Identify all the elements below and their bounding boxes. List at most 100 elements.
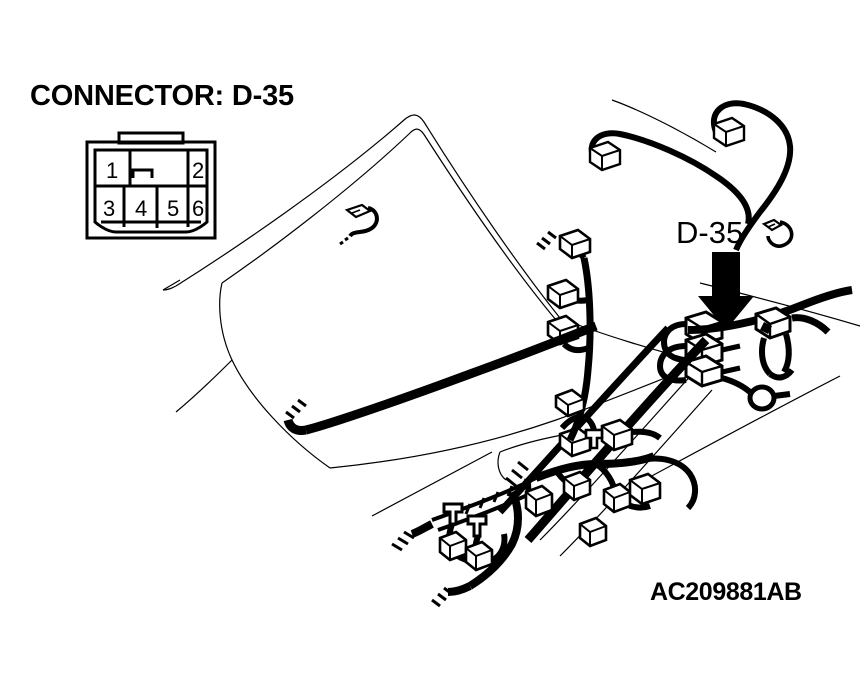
roof-rail-harness — [304, 321, 598, 435]
connector-box-center-2 — [562, 470, 592, 502]
bracket-arm-right — [781, 333, 792, 374]
roof-rail-right — [611, 99, 717, 153]
connector-box-edges — [563, 477, 591, 500]
connector-box-center-6 — [578, 516, 608, 548]
connector-box-body — [438, 530, 468, 562]
pillar-inner-line-b — [559, 389, 713, 557]
rear-shelf-curve — [497, 451, 507, 481]
pin-number-4: 4 — [135, 196, 147, 221]
pin-number-6: 6 — [192, 196, 204, 221]
glass-clip-body — [344, 203, 373, 219]
harness-clip-left-1 — [442, 502, 464, 526]
connector-box-upper-mid-1 — [546, 278, 580, 310]
tape-tick — [506, 485, 514, 497]
callout-arrow-down-icon — [698, 252, 754, 330]
tape-tick — [478, 497, 486, 509]
connector-box-edges — [555, 395, 585, 416]
harness-clip-center — [584, 428, 604, 450]
connector-lock-notch — [131, 168, 154, 178]
tape-tick — [464, 503, 472, 515]
harness-clip-left-2 — [466, 514, 488, 538]
connector-box-roof-right — [712, 116, 746, 148]
pin-number-5: 5 — [167, 196, 179, 221]
lower-body-diagonal-right — [647, 375, 841, 479]
relay-stub-cable — [791, 314, 831, 335]
connector-box-edges — [559, 235, 591, 258]
connector-box-lower-left-1 — [438, 530, 468, 562]
grommet-stem — [773, 391, 791, 399]
connector-box-edges — [439, 537, 467, 560]
bracket-arm-left — [759, 337, 773, 377]
connector-box-body — [602, 482, 632, 514]
connector-box-edges — [547, 285, 579, 308]
block-cable-loop-left — [660, 321, 687, 363]
roof-loop-harness-group — [588, 100, 794, 252]
connector-inner-cavity — [93, 148, 209, 234]
cut-mark-set — [285, 398, 307, 420]
branch-cable-c5 — [639, 455, 698, 511]
trunk-left-end — [410, 520, 434, 538]
glass-clip — [339, 203, 379, 246]
glass-clip-cut-marks — [339, 236, 349, 246]
round-grommet — [747, 384, 791, 412]
connector-box-edges — [465, 547, 493, 570]
connector-box-upper-mid-top — [558, 228, 592, 260]
connector-box-pillar-branch — [558, 426, 592, 458]
glass-bottom-edge — [329, 371, 681, 469]
connector-box-center-4 — [600, 418, 634, 452]
cut-mark-set — [505, 460, 529, 488]
glass-clip-detail — [351, 209, 361, 214]
part-number: AC209881AB — [650, 578, 802, 606]
connector-box-roof-left — [588, 140, 622, 172]
connector-box-edges — [601, 425, 633, 450]
cut-mark-set — [536, 230, 557, 251]
upper-mid-harness-main — [566, 257, 594, 442]
connector-box-edges — [579, 523, 607, 546]
glass-left-tail — [175, 359, 233, 413]
connector-legend: 1 2 3 4 5 6 — [85, 131, 217, 240]
relay-terminal — [760, 322, 772, 334]
lower-body-diagonal-left — [371, 451, 493, 517]
connector-box-center-3 — [602, 482, 632, 514]
bracket-foot — [768, 368, 795, 381]
connector-box-body — [464, 540, 494, 572]
connector-box-edges — [589, 147, 621, 170]
connector-box-body — [562, 470, 592, 502]
callout-clip-detail — [767, 223, 776, 228]
roof-rail-harness-cut-marks — [285, 398, 307, 420]
pin-number-2: 2 — [192, 158, 204, 183]
rear-floor-harness-end — [447, 582, 472, 596]
pin-number-1: 1 — [106, 158, 118, 183]
clip-body — [466, 514, 488, 538]
glass-upper-edge — [175, 114, 561, 319]
callout-clip-wire — [766, 220, 794, 248]
trunk-cut-marks — [391, 530, 415, 552]
callout-clip-icon — [761, 218, 794, 248]
callout-label-d35: D-35 — [676, 215, 743, 250]
connector-box-body — [578, 516, 608, 548]
relay-bracket-assembly — [754, 306, 831, 381]
pin-number-3: 3 — [103, 196, 115, 221]
page-title: CONNECTOR: D-35 — [30, 80, 294, 112]
connector-box-center-5 — [628, 472, 662, 506]
connector-box-center-1 — [524, 484, 554, 518]
connector-box-lower-left-2 — [464, 540, 494, 572]
connector-box-edges — [603, 489, 631, 512]
callout-clip-body — [761, 218, 784, 232]
connector-box-edges — [559, 433, 591, 456]
cut-mark-set — [391, 530, 415, 552]
rear-floor-harness — [467, 490, 522, 590]
glass-left-lower-edge — [219, 282, 331, 469]
stacked-connector-block — [656, 286, 853, 397]
connector-box-edges — [525, 491, 553, 516]
roof-loop-harness-right — [711, 100, 794, 252]
roof-rail-left-stub — [162, 279, 181, 291]
pillar-harness-main — [524, 336, 710, 543]
tape-tick — [492, 491, 500, 503]
grommet-ring — [747, 384, 777, 412]
glass-clip-wire — [348, 206, 379, 238]
roof-loop-harness-left — [588, 130, 752, 225]
